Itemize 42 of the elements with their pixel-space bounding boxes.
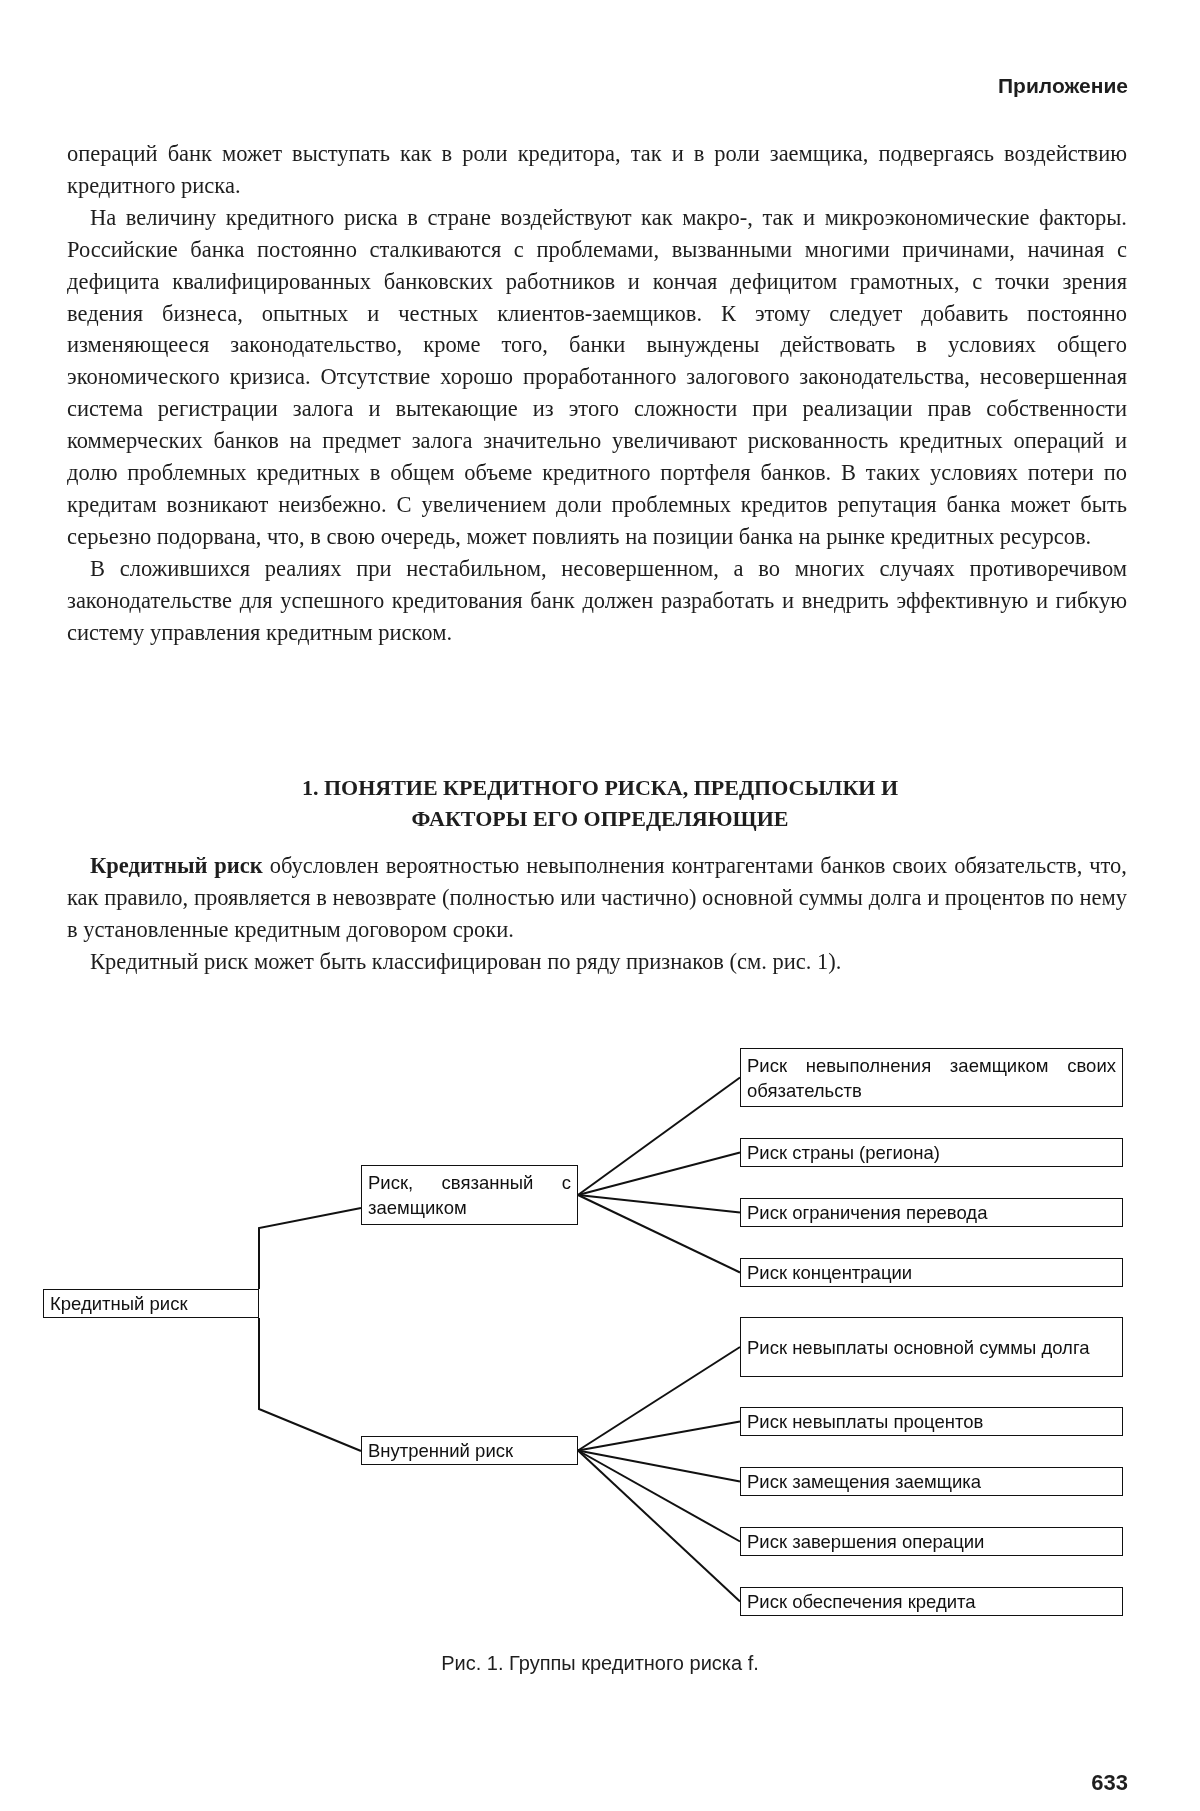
category-box (740, 1407, 1123, 1436)
category-box (740, 1527, 1123, 1556)
body-paragraph: Кредитный риск может быть классифицирован по ряду признаков (см. рис. 1). (89, 947, 843, 976)
category-box (361, 1436, 578, 1465)
category-label: Риск ограничения перевода (747, 1201, 989, 1225)
body-paragraph: операций банк может выступать как в роли кредитора, так и в роли заемщика, подвергаясь воздействию кредитного риска. (67, 140, 1127, 200)
category-label: Риск обеспечения кредита (747, 1590, 977, 1614)
running-header: Приложение (998, 74, 1128, 98)
category-box (740, 1317, 1123, 1377)
category-label: Риск концентрации (747, 1261, 914, 1285)
category-box (740, 1587, 1123, 1616)
category-label: Риск замещения заемщика (747, 1470, 983, 1494)
category-box (361, 1165, 578, 1225)
connector-line (577, 1449, 741, 1603)
category-label: Внутренний риск (368, 1439, 515, 1463)
category-box (740, 1198, 1123, 1227)
category-label: Риск невыплаты основной суммы долга (747, 1335, 1091, 1360)
category-label: Риск невыплаты процентов (747, 1410, 985, 1434)
category-label: Риск невыполнения заемщиком своих обязательств (747, 1053, 1116, 1103)
connector-line (577, 1194, 741, 1274)
category-box (43, 1289, 259, 1318)
connector-line (577, 1076, 741, 1196)
connector-line (577, 1346, 741, 1452)
connector-line (577, 1194, 741, 1214)
connector-line (577, 1151, 741, 1196)
category-box (740, 1258, 1123, 1287)
connector-line (258, 1207, 362, 1290)
category-box (740, 1467, 1123, 1496)
category-box (740, 1138, 1123, 1167)
category-label: Риск, связанный с заемщиком (368, 1171, 571, 1220)
category-label: Риск завершения операции (747, 1530, 986, 1554)
body-paragraph: В сложившихся реалиях при нестабильном, несовершенном, а во многих случаях противоречивом законодательстве для успешного кредитования банк должен разработать и внедрить эффективную и гибкую систему управления кредитным риском. (67, 554, 1127, 647)
category-label: Кредитный риск (50, 1292, 189, 1316)
section-heading: 1. ПОНЯТИЕ КРЕДИТНОГО РИСКА, ПРЕДПОСЫЛКИ И ФАКТОРЫ ЕГО ОПРЕДЕЛЯЮЩИЕ (300, 774, 900, 833)
figure-caption: Рис. 1. Группы кредитного риска f. (440, 1652, 760, 1675)
category-box (740, 1048, 1123, 1107)
body-paragraph: Кредитный риск обусловлен вероятностью невыполнения контрагентами банков своих обязательств, что, как правило, проявляется в невозврате (полностью или частично) основной суммы долга и процентов по нему в установленные кредитным договором сроки. (67, 852, 1127, 944)
connector-line (258, 1317, 362, 1452)
category-label: Риск страны (региона) (747, 1141, 941, 1165)
connector-line (577, 1420, 741, 1452)
page-number: 633 (1091, 1770, 1128, 1796)
body-paragraph: На величину кредитного риска в стране воздействуют как макро-, так и микроэкономические факторы. Российские банка постоянно сталкиваются с проблемами, вызванными многими причинами, начиная с дефицита квалифицированных банковских работников и кончая дефицитом грамотных, с точки зрения ведения бизнеса, опытных и честных клиентов-заемщиков. К этому следует добавить постоянно изменяющееся законодательство, кроме того, банки вынуждены действовать в условиях общего экономического кризиса. Отсутствие хорошо проработанного залогового законодательства, несовершенная система регистрации залога и вытекающие из этого сложности при реализации прав собственности коммерческих банков на предмет залога значительно увеличивают рискованность кредитных операций и долю проблемных кредитных в общем объеме кредитного портфеля банков. В таких условиях потери по кредитам возникают неизбежно. С увеличением доли проблемных кредитов репутация банка может быть серьезно подорвана, что, в свою очередь, может повлиять на позиции банка на рынке кредитных ресурсов. (67, 203, 1127, 551)
